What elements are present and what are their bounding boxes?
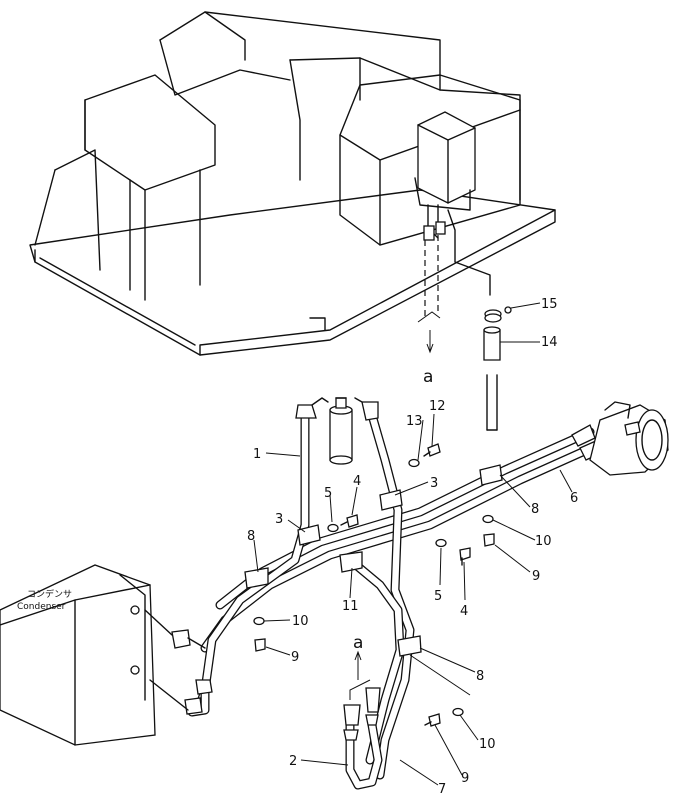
part-15-label: 15 (541, 297, 558, 312)
part-9-label-right: 9 (532, 569, 540, 584)
compressor (589, 401, 669, 476)
condenser-label-jp: コンデンサ (27, 588, 72, 600)
part-4-label-lower: 4 (460, 604, 468, 619)
part-3-label-left: 3 (275, 512, 283, 527)
part-3-label-right: 3 (430, 476, 438, 491)
connection-a-dashed-lines: a (417, 235, 441, 387)
part-1-label: 1 (253, 447, 261, 462)
part-14-label: 14 (541, 335, 558, 350)
part-labels: 1 2 3 3 4 4 5 5 6 7 8 8 8 9 9 9 10 10 10… (247, 399, 578, 795)
part-10-label-left: 10 (292, 614, 309, 629)
part-11-label: 11 (342, 599, 359, 614)
cab-floor-assembly (29, 11, 556, 356)
part-5-label-lower: 5 (434, 589, 442, 604)
receiver-drier (329, 397, 353, 465)
condenser-label-en: Condenser (17, 602, 66, 612)
part-8-label-bottom: 8 (476, 669, 484, 684)
part-5-label-upper: 5 (324, 486, 332, 501)
leader-lines (253, 413, 573, 786)
condenser: コンデンサ Condenser (0, 564, 189, 746)
part-6-label: 6 (570, 491, 578, 506)
part-8-label-right: 8 (531, 502, 539, 517)
drain-hose-assembly: 15 14 (483, 297, 558, 431)
part-9-label-bottom: 9 (461, 771, 469, 786)
ref-a-bottom-label: a (353, 633, 363, 653)
fasteners (253, 443, 495, 727)
clamps (244, 464, 503, 657)
ref-a-top-label: a (423, 367, 433, 387)
part-12-label: 12 (429, 399, 446, 414)
part-4-label-upper: 4 (353, 474, 361, 489)
part-10-label-bottom: 10 (479, 737, 496, 752)
part-8-label-left: 8 (247, 529, 255, 544)
part-9-label-left: 9 (291, 650, 299, 665)
part-7-label: 7 (438, 782, 446, 795)
part-2-label: 2 (289, 754, 297, 769)
hose-routing (187, 410, 603, 790)
part-10-label-right: 10 (535, 534, 552, 549)
part-13-label: 13 (406, 414, 423, 429)
